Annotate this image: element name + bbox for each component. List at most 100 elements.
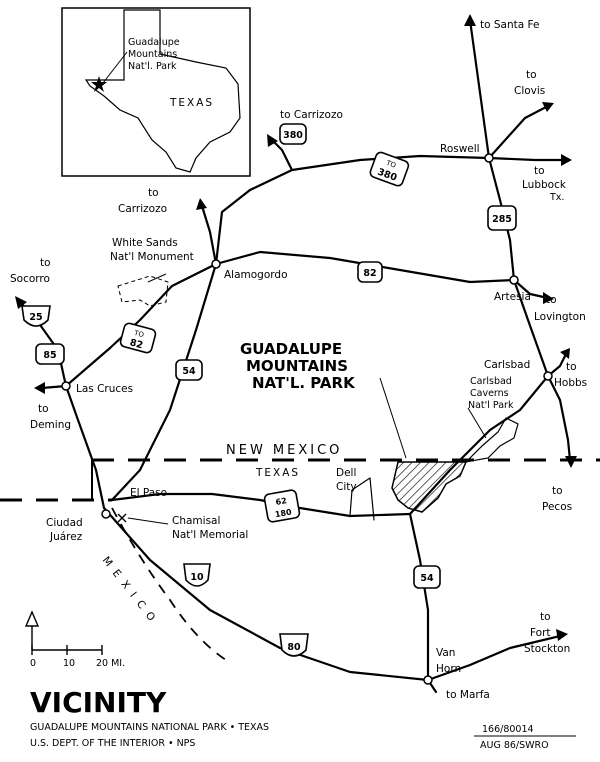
- inset-map: Guadalupe Mountains Nat'l. Park TEXAS: [61, 7, 251, 177]
- label-alamogordo: Alamogordo: [224, 269, 288, 281]
- label-to-lubbock-3: Tx.: [549, 192, 564, 203]
- town-carlsbad-marker: [543, 371, 553, 381]
- label-to-fort-stockton-1: to: [540, 611, 551, 623]
- towns: [61, 153, 553, 685]
- svg-text:TO: TO: [384, 159, 397, 170]
- svg-text:25: 25: [29, 312, 42, 323]
- svg-text:380: 380: [283, 130, 303, 141]
- shield-to82: TO 82: [119, 322, 157, 354]
- label-chamisal-2: Nat'l Memorial: [172, 529, 248, 541]
- label-texas: TEXAS: [255, 467, 300, 479]
- arrow-carrizozo-upper-icon: [267, 134, 278, 147]
- label-to-socorro-2: Socorro: [10, 273, 50, 285]
- chamisal-marker-icon: [117, 513, 127, 523]
- svg-text:85: 85: [43, 350, 56, 361]
- label-las-cruces: Las Cruces: [76, 383, 133, 395]
- destination-labels: to Santa Fe to Clovis to Lubbock Tx. to …: [10, 19, 587, 701]
- white-sands-area: [117, 275, 169, 307]
- label-chamisal-1: Chamisal: [172, 515, 220, 527]
- label-to-carrizozo-left-1: to: [148, 187, 159, 199]
- label-dell-city-1: Dell: [336, 467, 356, 479]
- title-block: VICINITY GUADALUPE MOUNTAINS NATIONAL PA…: [30, 686, 576, 751]
- label-to-socorro-1: to: [40, 257, 51, 269]
- road-to-santa-fe: [468, 18, 491, 160]
- scale-tick-0: 0: [30, 658, 36, 669]
- label-white-sands-1: White Sands: [112, 237, 178, 249]
- road-us380: [214, 154, 491, 266]
- shields: 380 TO 380 285 82 TO 82 25 85: [21, 123, 517, 657]
- label-dell-city-2: City: [336, 481, 357, 493]
- road-to-lubbock: [487, 156, 568, 162]
- town-el-paso-marker: [101, 509, 111, 519]
- label-to-deming-1: to: [38, 403, 49, 415]
- map-agency: U.S. DEPT. OF THE INTERIOR • NPS: [30, 738, 195, 749]
- town-alamogordo-marker: [211, 259, 221, 269]
- parks: [117, 273, 519, 525]
- road-dell-city: [349, 477, 375, 521]
- label-to-deming-2: Deming: [30, 419, 71, 431]
- label-to-lubbock-1: to: [534, 165, 545, 177]
- label-carlsbad: Carlsbad: [484, 359, 530, 371]
- label-to-lovington-1: to: [546, 294, 557, 306]
- label-new-mexico: NEW MEXICO: [226, 443, 342, 458]
- arrow-lovington-icon: [543, 292, 554, 304]
- label-to-santa-fe: to Santa Fe: [480, 19, 539, 31]
- boundaries: [0, 458, 600, 661]
- label-white-sands-2: Nat'l Monument: [110, 251, 194, 263]
- arrow-santa-fe-icon: [464, 14, 476, 26]
- inset-state-label: TEXAS: [169, 97, 214, 109]
- svg-text:62: 62: [275, 496, 288, 507]
- svg-text:54: 54: [420, 573, 434, 584]
- label-carlsbad-caverns-1: Carlsbad: [470, 376, 512, 387]
- rio-grande-border: [111, 507, 227, 661]
- label-to-pecos-2: Pecos: [542, 501, 572, 513]
- label-to-hobbs-2: Hobbs: [554, 377, 587, 389]
- label-ciudad-juarez-2: Juárez: [49, 531, 83, 543]
- shield-us85: 85: [35, 343, 65, 365]
- town-artesia-marker: [509, 275, 519, 285]
- arrow-deming-icon: [34, 382, 45, 394]
- label-artesia: Artesia: [494, 291, 531, 303]
- guadalupe-park-area: [391, 461, 468, 513]
- svg-text:285: 285: [492, 214, 512, 225]
- label-carlsbad-caverns-2: Caverns: [470, 388, 509, 399]
- road-to-clovis: [487, 104, 550, 160]
- label-to-clovis-2: Clovis: [514, 85, 545, 97]
- shield-us82: 82: [357, 261, 383, 283]
- carlsbad-caverns-area: [464, 417, 519, 463]
- town-labels: Roswell Alamogordo Artesia Carlsbad Las …: [46, 143, 531, 675]
- inset-park-label-1: Guadalupe: [128, 37, 180, 48]
- shield-i80: 80: [279, 633, 309, 657]
- arrow-pecos-icon: [565, 456, 577, 468]
- svg-text:54: 54: [182, 366, 196, 377]
- map-drawing-number: 166/80014: [482, 724, 534, 735]
- arrow-fort-stockton-icon: [556, 629, 568, 641]
- label-guadalupe-3: NAT'L. PARK: [252, 374, 356, 392]
- road-us285-south: [512, 278, 550, 378]
- shield-us380-top: 380: [279, 123, 307, 145]
- inset-leader-line: [102, 51, 128, 84]
- label-to-carrizozo-left-2: Carrizozo: [118, 203, 167, 215]
- svg-text:TO: TO: [132, 329, 145, 340]
- north-arrow-scale: 0 10 20 MI.: [24, 610, 125, 669]
- road-i10-north: [64, 384, 106, 510]
- arrow-clovis-icon: [542, 102, 554, 112]
- inset-park-label-3: Nat'l. Park: [128, 61, 177, 72]
- label-carlsbad-caverns-3: Nat'l Park: [468, 400, 514, 411]
- label-van-horn-1: Van: [436, 647, 455, 659]
- map-title: VICINITY: [30, 686, 167, 719]
- white-sands-leader-line: [147, 273, 167, 283]
- scale-tick-10: 10: [63, 658, 75, 669]
- scale-tick-20: 20 MI.: [96, 658, 125, 669]
- shield-to380: TO 380: [369, 151, 410, 187]
- star-icon: [91, 76, 107, 92]
- label-to-hobbs-1: to: [566, 361, 577, 373]
- label-van-horn-2: Horn: [436, 663, 461, 675]
- label-to-lubbock-2: Lubbock: [522, 179, 567, 191]
- road-to-carrizozo-left: [200, 204, 218, 266]
- label-to-carrizozo-upper: to Carrizozo: [280, 109, 343, 121]
- label-to-clovis-1: to: [526, 69, 537, 81]
- landmark-labels: White Sands Nat'l Monument Chamisal Nat'…: [110, 237, 514, 541]
- svg-text:80: 80: [287, 642, 301, 653]
